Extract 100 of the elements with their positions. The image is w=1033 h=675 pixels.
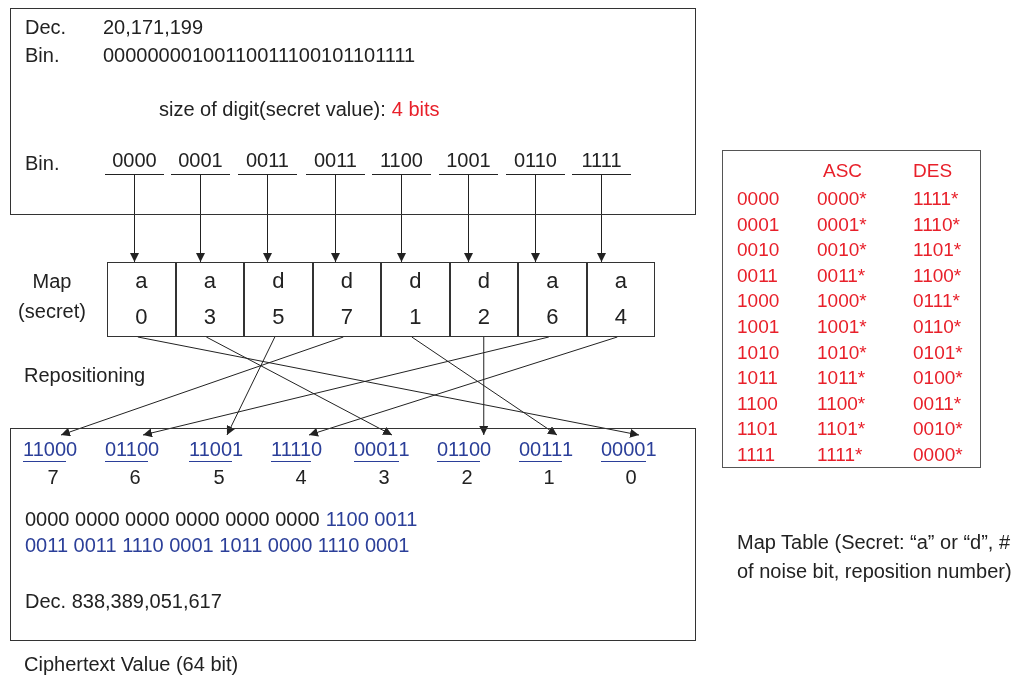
table-cell: 0010 bbox=[737, 238, 780, 263]
table-cell: 0100* bbox=[913, 366, 963, 391]
noise-bit: 0 bbox=[148, 437, 160, 462]
arrow bbox=[308, 336, 618, 437]
table-cell: 1101* bbox=[913, 238, 962, 263]
binary-value: 0000 0000 0000 0000 0000 0000 bbox=[25, 507, 320, 531]
decimal-value: Dec. 838,389,051,617 bbox=[25, 589, 222, 613]
table-cell: 1111* bbox=[817, 443, 863, 467]
arrow bbox=[397, 174, 406, 263]
reposition-number: 2 bbox=[476, 305, 491, 329]
table-cell: 0001* bbox=[817, 212, 867, 237]
secret-letter: d bbox=[476, 269, 491, 293]
table-cell: 1011 bbox=[737, 366, 778, 391]
map-cell bbox=[107, 262, 176, 337]
table-cell: 1010 bbox=[737, 340, 780, 365]
table-cell: 0010* bbox=[913, 417, 963, 442]
number-label: Bin. bbox=[25, 43, 60, 67]
table-cell: 1101 bbox=[737, 417, 778, 442]
map-cell bbox=[586, 262, 655, 337]
noise-bit: 0 bbox=[480, 437, 492, 462]
binary-digit-group: 0110 bbox=[506, 147, 565, 175]
binary-digit-group: 0001 bbox=[171, 147, 230, 175]
arrow bbox=[130, 174, 139, 263]
arrow bbox=[137, 336, 640, 438]
binary-digit-group: 1001 bbox=[439, 147, 498, 175]
table-cell: 0111* bbox=[913, 289, 960, 314]
binary-digit-group: 1111 bbox=[572, 147, 631, 175]
table-cell: 1100* bbox=[817, 391, 866, 416]
figure-caption: Ciphertext Value (64 bit) bbox=[24, 652, 240, 675]
map-cell bbox=[381, 262, 450, 337]
underlined-bits: 0001 bbox=[354, 437, 399, 462]
underlined-bits: 0110 bbox=[437, 437, 480, 462]
table-cell: 1011* bbox=[817, 366, 866, 391]
table-cell: 0101* bbox=[913, 340, 963, 365]
arrow bbox=[205, 336, 393, 436]
position-number: 2 bbox=[460, 465, 474, 489]
table-cell: 0011* bbox=[817, 263, 866, 288]
position-number: 6 bbox=[128, 465, 142, 489]
noise-bit: 1 bbox=[645, 437, 657, 462]
binary-value: 00000000100110011100101101111 bbox=[103, 43, 416, 67]
secret-letter: d bbox=[408, 269, 423, 293]
map-cell bbox=[518, 262, 587, 337]
underlined-bits: 0110 bbox=[105, 437, 148, 462]
table-cell: 0011 bbox=[737, 263, 778, 288]
noise-bit: 1 bbox=[232, 437, 244, 462]
noise-bit: 1 bbox=[562, 437, 574, 462]
table-cell: 1001* bbox=[817, 315, 867, 339]
position-number: 7 bbox=[46, 465, 60, 489]
table-cell: 0000* bbox=[913, 443, 963, 467]
table-cell: 0000 bbox=[737, 187, 780, 211]
column-header: DES bbox=[913, 159, 953, 183]
reposition-number: 7 bbox=[339, 305, 354, 329]
arrow bbox=[531, 174, 540, 263]
secret-letter: a bbox=[134, 269, 149, 293]
underlined-bits: 0011 bbox=[519, 437, 562, 462]
noise-bit: 0 bbox=[311, 437, 323, 462]
underlined-bits: 1100 bbox=[23, 437, 66, 462]
ciphertext-panel bbox=[10, 428, 696, 641]
arrow bbox=[411, 336, 558, 436]
row-label: Map (secret) bbox=[17, 269, 87, 324]
position-number: 0 bbox=[624, 465, 638, 489]
secret-letter: a bbox=[202, 269, 217, 293]
reposition-number: 0 bbox=[134, 305, 149, 329]
position-number: 3 bbox=[377, 465, 391, 489]
table-cell: 0010* bbox=[817, 238, 867, 263]
map-cell bbox=[449, 262, 518, 337]
binary-value: 0011 0011 1110 0001 1011 0000 1110 0001 bbox=[25, 533, 410, 557]
table-cell: 1010* bbox=[817, 340, 867, 365]
noise-bit: 1 bbox=[398, 437, 410, 462]
map-cell bbox=[312, 262, 381, 337]
number-label: Bin. bbox=[25, 151, 60, 175]
figure-caption: Map Table (Secret: “a” or “d”, # of noise bit, reposition number) bbox=[737, 530, 1013, 584]
binary-digit-group: 1100 bbox=[372, 147, 431, 175]
noise-bit: 0 bbox=[66, 437, 78, 462]
underlined-bits: 1100 bbox=[189, 437, 232, 462]
table-cell: 1000 bbox=[737, 289, 780, 314]
table-cell: 1000* bbox=[817, 289, 867, 314]
number-label: Dec. bbox=[25, 15, 67, 39]
reposition-number: 1 bbox=[408, 305, 423, 329]
decimal-value: 20,171,199 bbox=[103, 15, 204, 39]
map-table bbox=[722, 150, 981, 468]
secret-letter: a bbox=[613, 269, 628, 293]
secret-letter: a bbox=[545, 269, 560, 293]
arrow bbox=[60, 336, 344, 437]
arrow bbox=[263, 174, 272, 263]
description-text: size of digit(secret value): bbox=[159, 97, 386, 121]
table-cell: 1001 bbox=[737, 315, 780, 339]
plaintext-panel bbox=[10, 8, 696, 215]
table-cell: 1110* bbox=[913, 212, 960, 237]
position-number: 4 bbox=[294, 465, 308, 489]
secret-letter: d bbox=[339, 269, 354, 293]
arrow bbox=[142, 336, 550, 438]
table-cell: 0001 bbox=[737, 212, 780, 237]
table-cell: 1100 bbox=[737, 391, 778, 416]
underlined-bits: 0000 bbox=[601, 437, 646, 462]
binary-digit-group: 0011 bbox=[306, 147, 365, 175]
reposition-number: 6 bbox=[545, 305, 560, 329]
reposition-number: 4 bbox=[613, 305, 628, 329]
position-number: 1 bbox=[542, 465, 556, 489]
secret-letter: d bbox=[271, 269, 286, 293]
